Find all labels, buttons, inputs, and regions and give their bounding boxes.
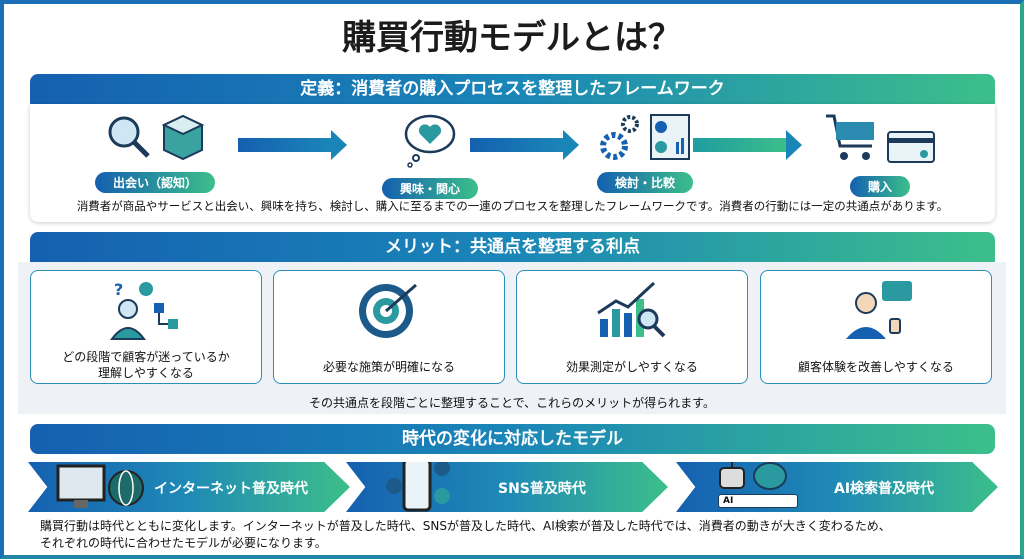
- merit-label: 必要な施策が明確になる: [322, 360, 455, 374]
- definition-header: 定義：消費者の購入プロセスを整理したフレームワーク: [30, 74, 995, 104]
- arrow-icon: [238, 130, 347, 160]
- description-line: 購買行動は時代とともに変化します。インターネットが普及した時代、SNSが普及した…: [40, 519, 891, 533]
- eras-description: 購買行動は時代とともに変化します。インターネットが普及した時代、SNSが普及した…: [40, 518, 1000, 552]
- merit-label: どの段階で顧客が迷っているか理解しやすくなる: [62, 350, 230, 380]
- computer-globe-icon: [56, 464, 144, 508]
- era-label: SNS普及時代: [498, 481, 586, 497]
- box-icon: [161, 114, 204, 161]
- search-text: AI: [723, 496, 734, 506]
- merits-caption: その共通点を段階ごとに整理することで、これらのメリットが得られます。: [309, 396, 715, 410]
- merits-header: メリット：共通点を整理する利点: [30, 232, 995, 262]
- era-label: AI検索普及時代: [834, 481, 935, 497]
- era-internet: インターネット普及時代: [28, 462, 350, 512]
- era-ai: AI AI検索普及時代: [676, 462, 998, 512]
- svg-text:?: ?: [114, 280, 123, 299]
- target-icon: [359, 283, 417, 338]
- stage-label: 購入: [849, 176, 910, 197]
- description-line: それぞれの時代に合わせたモデルが必要になります。: [40, 536, 327, 550]
- arrow-icon: [693, 130, 802, 160]
- chart-magnifier-icon: [597, 281, 666, 338]
- era-label: インターネット普及時代: [154, 481, 308, 497]
- credit-card-icon: [886, 131, 935, 163]
- merit-card: ? どの段階で顧客が迷っているか理解しやすくなる: [30, 270, 262, 384]
- page-title: 購買行動モデルとは？: [342, 18, 682, 58]
- merit-card: 必要な施策が明確になる: [273, 270, 505, 384]
- smartphone-social-icon: [386, 462, 450, 512]
- ai-search-box: AI: [718, 494, 798, 508]
- stage-label: 興味・関心: [381, 178, 478, 199]
- robot-brain-icon: [719, 462, 787, 490]
- definition-description: 消費者が商品やサービスと出会い、興味を持ち、検討し、購入に至るまでの一連のプロセ…: [76, 199, 949, 213]
- cart-icon: [826, 114, 875, 160]
- magnifier-icon: [108, 116, 151, 158]
- stage-interest: 興味・関心: [350, 112, 510, 199]
- eras-header: 時代の変化に対応したモデル: [30, 424, 995, 454]
- arrow-icon: [470, 130, 579, 160]
- merit-card: 効果測定がしやすくなる: [516, 270, 748, 384]
- merits-area: ? どの段階で顧客が迷っているか理解しやすくなる 必要な施策が明確になる 効果測…: [18, 262, 1006, 414]
- merit-label: 顧客体験を改善しやすくなる: [798, 360, 954, 374]
- stage-purchase: 購入: [800, 112, 960, 197]
- merit-card: 顧客体験を改善しやすくなる: [760, 270, 992, 384]
- stage-label: 出会い（認知）: [94, 172, 215, 193]
- era-sns: SNS普及時代: [346, 462, 668, 512]
- stage-consideration: 検討・比較: [565, 112, 725, 193]
- stage-awareness: 出会い（認知）: [75, 112, 235, 193]
- report-icon: [649, 114, 690, 160]
- merit-label: 効果測定がしやすくなる: [566, 360, 698, 374]
- definition-card: 出会い（認知） 興味・関心 検討・比較 購入 消費者が商品やサービスと出会い、興…: [30, 104, 995, 222]
- thought-heart-icon: [404, 114, 456, 168]
- gears-icon: [600, 115, 640, 160]
- confused-person-flow-icon: ?: [110, 280, 178, 340]
- stage-label: 検討・比較: [596, 172, 693, 193]
- person-thumbs-up-icon: [846, 281, 912, 339]
